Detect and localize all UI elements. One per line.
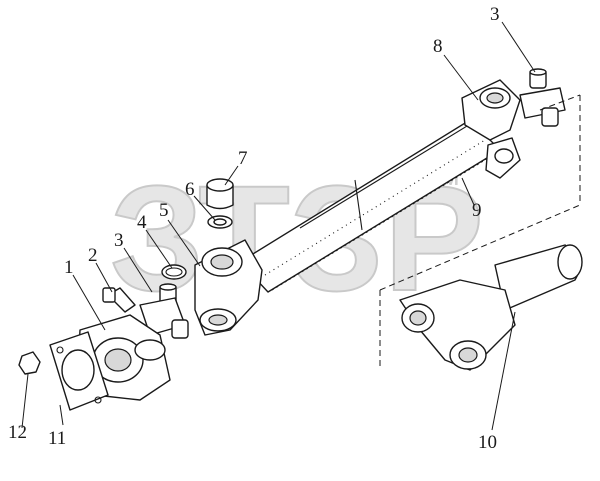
callout-3-upper: 3 — [490, 4, 500, 25]
sliding-yoke — [399, 244, 583, 371]
bearing-cup — [206, 178, 234, 210]
propeller-shaft-tube — [239, 111, 501, 293]
callout-1: 1 — [64, 257, 74, 278]
callout-7: 7 — [238, 148, 248, 169]
callout-5: 5 — [159, 200, 169, 221]
bolt — [102, 287, 136, 313]
seal-ring — [207, 215, 233, 229]
leader-lines — [21, 21, 536, 431]
cross-spider-top — [519, 68, 566, 127]
nut — [18, 351, 41, 375]
callout-6: 6 — [185, 179, 195, 200]
alignment-lines — [379, 94, 581, 370]
callout-4: 4 — [137, 212, 147, 233]
cross-spider-bottom — [139, 283, 189, 339]
snap-ring — [161, 264, 187, 280]
flange-gasket — [49, 331, 109, 411]
shaft-yoke-bottom — [194, 239, 263, 336]
callout-10: 10 — [478, 432, 497, 453]
callout-11: 11 — [48, 428, 66, 449]
callout-12: 12 — [8, 422, 27, 443]
callout-2: 2 — [88, 245, 98, 266]
callout-labels: 1 2 3 3 4 5 6 7 8 9 10 11 12 — [8, 4, 500, 453]
shaft-yoke-top — [461, 79, 521, 179]
callout-3-lower: 3 — [114, 230, 124, 251]
callout-9: 9 — [472, 200, 482, 221]
callout-8: 8 — [433, 36, 443, 57]
